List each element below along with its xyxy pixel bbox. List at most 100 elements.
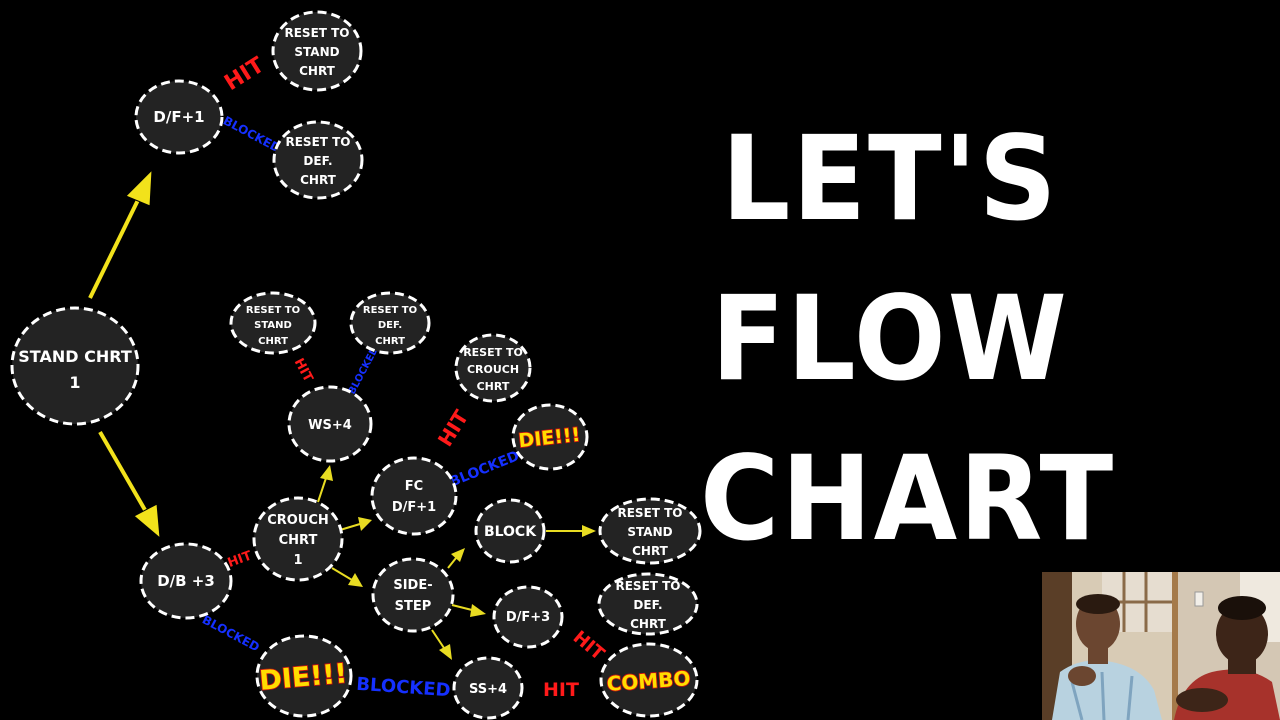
node-combo-label: COMBO <box>606 666 691 696</box>
node-reset-stand-low: RESET TO STAND CHRT <box>598 497 702 565</box>
node-die-lower: DIE!!! <box>255 634 353 718</box>
hit-label-db3: HIT <box>226 548 254 571</box>
hit-label-ss4: HIT <box>543 679 579 701</box>
webcam-overlay <box>1042 572 1280 720</box>
node-reset-crouch: RESET TO CROUCH CHRT <box>454 333 532 403</box>
node-reset-def-mid-line3: CHRT <box>375 336 405 347</box>
arrow-to-db3 <box>98 431 161 540</box>
headline-line-3: CHART <box>700 431 1116 567</box>
node-crouch-chrt-1: CROUCH CHRT 1 <box>252 496 344 582</box>
headline-line-2: FLOW <box>711 271 1069 407</box>
node-fc-df1-line1: FC <box>405 479 423 494</box>
arrow-sidestep-to-block <box>447 548 465 569</box>
node-reset-def-mid: RESET TO DEF. CHRT <box>349 291 431 355</box>
svg-text:D/F+1: D/F+1 <box>153 108 204 126</box>
node-fc-df1-line2: D/F+1 <box>392 500 436 515</box>
node-block-line1: BLOCK <box>484 524 537 540</box>
hit-label-df1: HIT <box>220 53 269 96</box>
node-reset-stand-mid-line1: RESET TO <box>246 305 300 316</box>
arrow-block-to-reset <box>546 525 596 537</box>
node-die-upper: DIE!!! <box>511 403 589 471</box>
blocked-label-ws4: BLOCKED <box>347 345 381 396</box>
blocked-label-db3: BLOCKED <box>200 613 262 655</box>
node-block: BLOCK <box>474 498 546 564</box>
node-reset-stand-low-line1: RESET TO <box>617 506 682 520</box>
node-reset-stand-top-line2: STAND <box>294 45 339 59</box>
node-db3: D/B +3 <box>139 542 233 620</box>
arrow-sidestep-to-ss4 <box>431 629 452 660</box>
node-reset-def-low-line1: RESET TO <box>615 579 680 593</box>
headline-line-1: LET'S <box>721 111 1059 247</box>
hit-label-ws4: HIT <box>291 356 316 385</box>
person-right <box>1174 596 1280 720</box>
arrow-crouch-to-sidestep <box>331 567 363 587</box>
node-reset-crouch-line2: CROUCH <box>467 363 519 376</box>
node-reset-stand-mid-line3: CHRT <box>258 336 288 347</box>
node-stand-chrt-1-line1: STAND CHRT <box>18 347 132 366</box>
blocked-label-ss4: BLOCKED <box>356 674 451 702</box>
node-reset-def-low-line3: CHRT <box>630 617 667 631</box>
node-reset-def-top-line2: DEF. <box>303 154 332 168</box>
svg-text:FCD/F+1: FC D/F+1 <box>392 479 436 515</box>
arrow-crouch-to-ws4 <box>317 465 333 503</box>
node-reset-def-mid-line2: DEF. <box>378 320 402 331</box>
hit-label-df3: HIT <box>569 627 609 665</box>
svg-text:D/B +3: D/B +3 <box>157 572 215 590</box>
svg-text:BLOCK: BLOCK <box>484 524 537 540</box>
headline: LET'S FLOW CHART <box>700 100 1113 580</box>
blocked-label-df1: BLOCKED <box>221 114 283 156</box>
node-ws4: WS+4 <box>287 385 373 463</box>
arrow-sidestep-to-df3 <box>451 604 486 617</box>
svg-text:SS+4: SS+4 <box>469 682 507 697</box>
hit-label-fc: HIT <box>433 406 474 451</box>
node-crouch-chrt-1-line1: CROUCH <box>267 513 329 528</box>
person-left <box>1052 594 1162 720</box>
node-side-step-line2: STEP <box>395 599 432 614</box>
node-reset-crouch-line1: RESET TO <box>463 346 523 359</box>
svg-text:WS+4: WS+4 <box>308 418 352 433</box>
node-df1-top: D/F+1 <box>134 79 224 155</box>
node-ss4-line1: SS+4 <box>469 682 507 697</box>
blocked-label-fc: BLOCKED <box>448 448 522 490</box>
node-reset-stand-low-line2: STAND <box>627 525 672 539</box>
node-fc-df1: FC D/F+1 <box>370 456 458 536</box>
node-db3-line1: D/B +3 <box>157 572 215 590</box>
arrow-crouch-to-fc <box>339 517 372 531</box>
node-df1-top-line1: D/F+1 <box>153 108 204 126</box>
node-reset-stand-top-line1: RESET TO <box>284 26 349 40</box>
node-reset-def-top: RESET TO DEF. CHRT <box>272 120 364 200</box>
svg-text:SIDE-STEP: SIDE- STEP <box>393 578 432 614</box>
node-crouch-chrt-1-line2: CHRT <box>279 533 318 548</box>
node-reset-def-top-line3: CHRT <box>300 173 337 187</box>
node-combo: COMBO <box>599 642 699 718</box>
node-reset-stand-mid-line2: STAND <box>254 320 292 331</box>
node-reset-def-top-line1: RESET TO <box>285 135 350 149</box>
node-reset-stand-mid: RESET TO STAND CHRT <box>229 291 317 355</box>
node-reset-stand-low-line3: CHRT <box>632 544 669 558</box>
node-reset-def-mid-line1: RESET TO <box>363 305 417 316</box>
node-ss4: SS+4 <box>452 656 524 720</box>
node-reset-def-low: RESET TO DEF. CHRT <box>597 572 699 636</box>
node-crouch-chrt-1-line3: 1 <box>293 553 302 568</box>
node-ws4-line1: WS+4 <box>308 418 352 433</box>
node-reset-def-low-line2: DEF. <box>633 598 662 612</box>
node-df3: D/F+3 <box>492 585 564 649</box>
node-df3-line1: D/F+3 <box>506 610 550 625</box>
webcam-scene <box>1042 572 1280 720</box>
svg-text:D/F+3: D/F+3 <box>506 610 550 625</box>
node-reset-crouch-line3: CHRT <box>477 380 510 393</box>
node-side-step-line1: SIDE- <box>393 578 432 593</box>
node-side-step: SIDE- STEP <box>371 557 455 633</box>
